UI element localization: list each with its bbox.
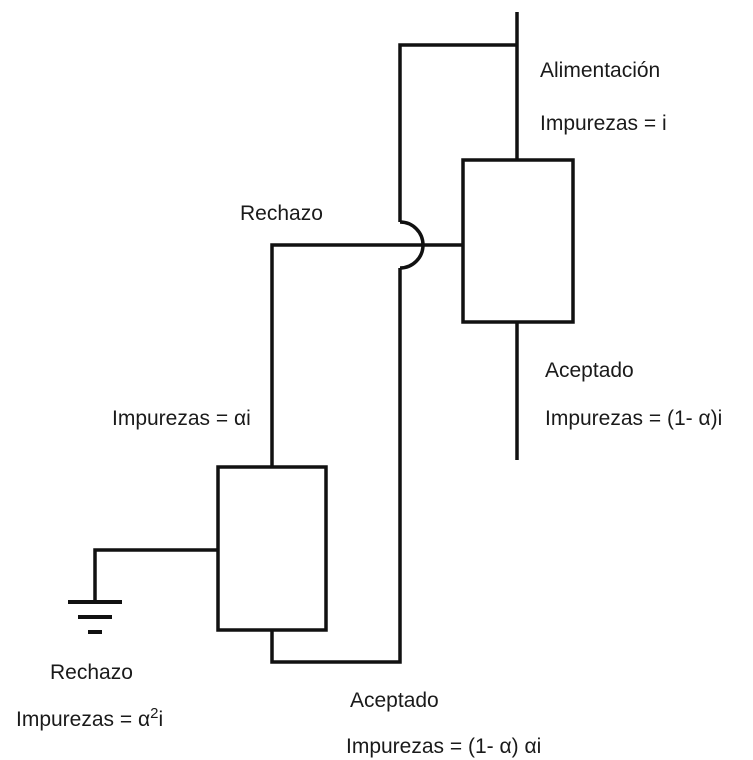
first-separator-unit (461, 158, 575, 324)
first-reject-impurities-label: Impurezas = αi (112, 407, 251, 430)
ground-symbol (68, 600, 122, 634)
reject-top-label: Rechazo (240, 202, 323, 225)
final-reject-suffix: i (158, 708, 164, 731)
recycle-crossover-hop (399, 220, 425, 270)
feed-title-label: Alimentación (540, 59, 661, 82)
accepted-bottom-title-label: Aceptado (350, 689, 439, 712)
accepted-right-impurities-label: Impurezas = (1- α)i (545, 407, 723, 430)
final-reject-impurities-label: Impurezas = α2i (16, 706, 163, 730)
accepted-bottom-impurities-label: Impurezas = (1- α) αi (346, 735, 542, 758)
recycle-upper-line (398, 43, 517, 222)
feed-impurities-label: Impurezas = i (540, 112, 667, 135)
final-reject-exponent: 2 (150, 705, 159, 722)
reject-bottom-label: Rechazo (50, 661, 133, 684)
reject-stream-line (270, 243, 463, 467)
accepted-right-title-label: Aceptado (545, 359, 634, 382)
recycle-lower-line (270, 268, 402, 664)
second-separator-unit (216, 465, 328, 632)
final-reject-line (93, 548, 218, 600)
final-reject-prefix: Impurezas = α (16, 708, 151, 731)
